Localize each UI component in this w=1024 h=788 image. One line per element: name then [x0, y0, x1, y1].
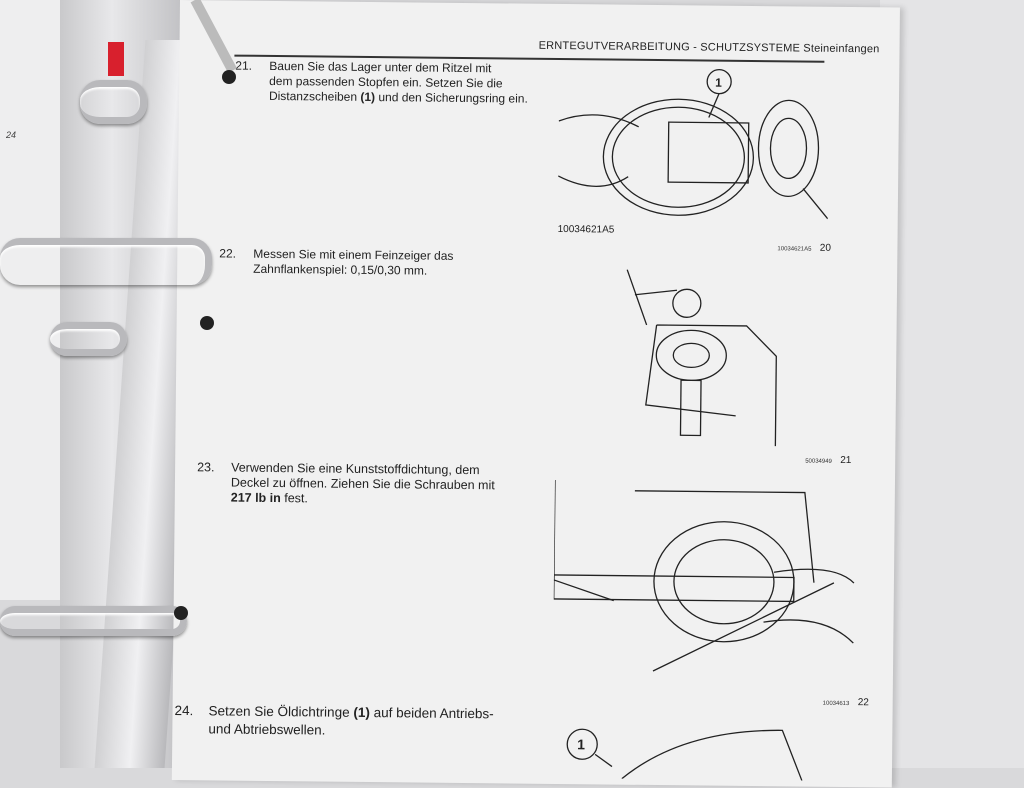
figure-ref: 10034621A5 — [777, 246, 812, 253]
figure-ref: 10034613 — [822, 700, 850, 708]
binder-ring-middle — [0, 238, 212, 285]
figure-caption: 10034621A5 — [557, 223, 615, 236]
figure-ref-22: 10034613 22 — [823, 697, 869, 708]
text: und den Sicherungsring ein. — [374, 90, 528, 106]
step-number: 24. — [174, 702, 194, 719]
step-21: 21. Bauen Sie das Lager unter dem Ritzel… — [235, 59, 528, 107]
step-23: 23. Verwenden Sie eine Kunststoffdichtun… — [197, 460, 495, 509]
text: auf beiden Antriebs- — [369, 705, 494, 722]
callout-ref: (1) — [353, 704, 370, 721]
step-text: und Abtriebswellen. — [208, 721, 326, 738]
step-text: Zahnflankenspiel: 0,15/0,30 mm. — [253, 261, 428, 278]
manual-page: ERNTEGUTVERARBEITUNG - SCHUTZSYSTEME Ste… — [171, 0, 900, 788]
ring-end — [222, 70, 236, 84]
text: fest. — [280, 491, 308, 506]
left-page-number: 24 — [6, 130, 17, 140]
figure-number: 21 — [840, 454, 852, 467]
step-22: 22. Messen Sie mit einem Feinzeiger das … — [219, 246, 453, 279]
step-number: 22. — [219, 246, 237, 261]
step-text: Distanzscheiben (1) und den Sicherungsri… — [269, 89, 528, 107]
figure-oil-seal-illustration: 1 — [562, 718, 863, 781]
step-text: 217 lb in fest. — [231, 491, 495, 509]
binder-ring-lower — [50, 322, 127, 356]
red-index-tab — [108, 42, 124, 76]
text: Setzen Sie Öldichtringe — [208, 703, 354, 720]
callout-ref: (1) — [360, 89, 376, 105]
ring-end — [174, 606, 188, 620]
figure-cover-illustration — [553, 479, 865, 693]
figure-ref: 50034949 — [805, 458, 832, 465]
figure-bearing-illustration: 1 — [557, 66, 830, 229]
figure-number: 22 — [857, 697, 869, 709]
binder-ring-top — [80, 80, 147, 124]
step-number: 21. — [235, 58, 253, 73]
step-24: 24. Setzen Sie Öldichtringe (1) auf beid… — [174, 702, 494, 741]
figure-ref-21: 50034949 21 — [805, 455, 851, 466]
torque-value: 217 lb in — [230, 490, 281, 506]
figure-dial-indicator-illustration — [615, 265, 797, 447]
callout-label: 1 — [715, 76, 722, 90]
callout-label: 1 — [577, 736, 585, 752]
binder-ring-bottom — [0, 606, 187, 636]
figure-number: 20 — [819, 242, 832, 254]
figure-ref-20: 10034621A5 20 — [777, 242, 831, 254]
ring-end — [200, 316, 214, 330]
binder-cover-edge — [880, 0, 1024, 768]
page-header: ERNTEGUTVERARBEITUNG - SCHUTZSYSTEME Ste… — [538, 39, 880, 56]
text: Distanzscheiben — [268, 88, 361, 104]
step-number: 23. — [197, 460, 215, 475]
